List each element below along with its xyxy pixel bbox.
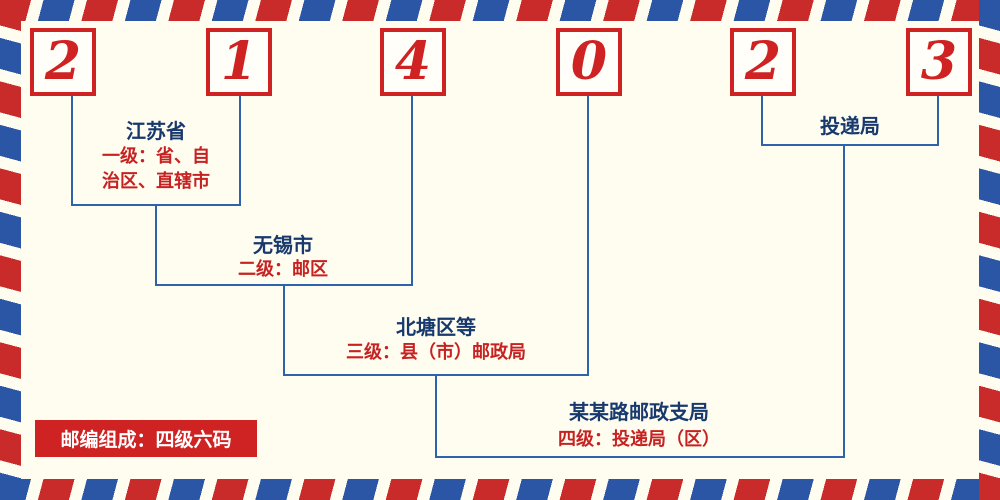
- level1-desc: 一级：省、自 治区、直辖市: [56, 144, 256, 194]
- postal-digit-2: 1: [220, 31, 258, 92]
- level3-region-name: 北塘区等: [396, 315, 476, 339]
- bracket5-bottom-line: [761, 144, 939, 146]
- level5-region-name: 投递局: [820, 114, 880, 138]
- level3-desc: 三级：县（市）邮政局: [346, 342, 526, 363]
- postal-digit-4: 0: [570, 31, 608, 92]
- level1-desc-line1: 一级：省、自: [102, 146, 210, 167]
- digit-box-6: 3: [906, 28, 972, 96]
- postal-digit-5: 2: [744, 31, 782, 92]
- postal-digit-3: 4: [394, 31, 432, 92]
- bracket1-connector: [155, 204, 157, 285]
- level1-region-name: 江苏省: [126, 119, 186, 143]
- bracket1-left-line: [71, 96, 73, 205]
- digit-box-4: 0: [556, 28, 622, 96]
- bracket1-right-line: [239, 96, 241, 205]
- airmail-border-top: [0, 0, 1000, 21]
- bracket4-bottom-line: [435, 456, 845, 458]
- level2-desc: 二级：邮区: [238, 259, 328, 280]
- bracket5-right-line: [937, 96, 939, 146]
- digit-box-3: 4: [380, 28, 446, 96]
- digit-box-2: 1: [206, 28, 272, 96]
- bracket3-right-line: [587, 96, 589, 376]
- bracket2-right-line: [411, 96, 413, 286]
- level4-desc: 四级：投递局（区）: [558, 429, 720, 450]
- level2-region-name: 无锡市: [253, 233, 313, 257]
- postal-digit-6: 3: [920, 31, 958, 92]
- bracket3-connector: [435, 374, 437, 458]
- airmail-border-right: [979, 0, 1000, 500]
- bracket2-connector: [283, 284, 285, 375]
- digit-box-5: 2: [730, 28, 796, 96]
- level4-region-name: 某某路邮政支局: [569, 400, 709, 424]
- level1-desc-line2: 治区、直辖市: [102, 171, 210, 192]
- digit-box-1: 2: [30, 28, 96, 96]
- postal-digit-1: 2: [44, 31, 82, 92]
- bracket5-left-line: [761, 96, 763, 146]
- airmail-border-bottom: [0, 479, 1000, 500]
- airmail-border-left: [0, 0, 21, 500]
- composition-badge: 邮编组成：四级六码: [35, 420, 257, 457]
- bracket4-right-line: [843, 145, 845, 458]
